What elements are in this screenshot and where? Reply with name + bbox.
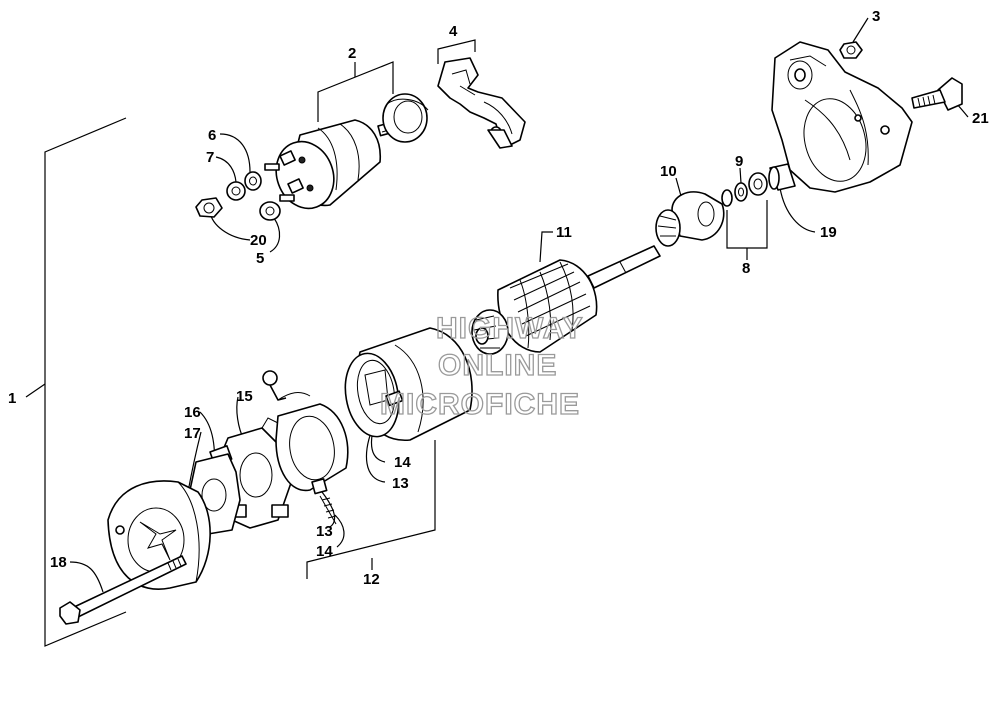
- callout-8: 8: [742, 260, 750, 277]
- callout-12: 12: [363, 571, 380, 588]
- callout-20: 20: [250, 232, 267, 249]
- leader-17: [187, 431, 202, 493]
- callout-1: 1: [8, 390, 16, 407]
- through-bolt-part: [59, 555, 187, 625]
- leader-7: [215, 156, 237, 183]
- watermark-line3: MICROFICHE: [380, 388, 580, 421]
- callout-7: 7: [206, 149, 214, 166]
- callout-17: 17: [184, 425, 201, 442]
- watermark-line2: ONLINE: [438, 349, 557, 382]
- armature-part: [471, 245, 661, 355]
- bolt-21-part: [911, 77, 963, 111]
- shift-lever-part: [437, 57, 526, 149]
- callout-21: 21: [972, 110, 989, 127]
- callout-13-upper: 13: [392, 475, 409, 492]
- drive-housing-part: [771, 41, 913, 193]
- bracket-8: [726, 200, 768, 249]
- leader-19: [779, 187, 816, 233]
- callout-16: 16: [184, 404, 201, 421]
- brush-spring-part: [262, 370, 349, 492]
- callout-15: 15: [236, 388, 253, 405]
- bracket-4: [437, 39, 476, 64]
- bushing-19-part: [768, 163, 796, 191]
- watermark-line1: HIGHWAY: [436, 312, 584, 345]
- watermark: HIGHWAY ONLINE MICROFICHE: [379, 311, 584, 421]
- callout-4: 4: [449, 23, 458, 40]
- callout-9: 9: [735, 153, 743, 170]
- callout-19: 19: [820, 224, 837, 241]
- leader-6: [219, 133, 251, 173]
- brush-spring-parts: [311, 478, 337, 525]
- pinion-clutch-part: [655, 191, 725, 247]
- leader-lines: [25, 17, 969, 647]
- plunger-boot-part: [382, 93, 429, 143]
- leader-14-lower: [334, 514, 345, 548]
- callout-2: 2: [348, 45, 356, 62]
- leader-10: [675, 177, 682, 197]
- stop-ring-parts: [721, 172, 768, 207]
- callout-11: 11: [556, 224, 572, 241]
- callout-labels: 1 2 3 4 5 6 7 8 9 10 11 12 13 13 14 14 1…: [8, 8, 989, 588]
- leader-1: [25, 383, 46, 398]
- leader-9: [739, 167, 742, 184]
- callout-10: 10: [660, 163, 677, 180]
- nut-3-part: [839, 41, 863, 59]
- callout-3: 3: [872, 8, 880, 25]
- leader-13-lower: [321, 491, 336, 528]
- leader-11: [539, 231, 553, 263]
- bracket-1: [44, 117, 127, 647]
- callout-14-lower: 14: [316, 543, 333, 560]
- leader-20: [209, 211, 251, 241]
- leader-18: [69, 561, 104, 593]
- yoke-part: [344, 327, 473, 441]
- leader-5: [269, 217, 281, 253]
- small-hardware: [195, 171, 281, 221]
- bracket-12: [306, 440, 436, 579]
- callout-5: 5: [256, 250, 264, 267]
- leader-3: [852, 17, 869, 43]
- callout-13-lower: 13: [316, 523, 333, 540]
- callout-14-upper: 14: [394, 454, 411, 471]
- callout-18: 18: [50, 554, 67, 571]
- solenoid-part: [264, 118, 405, 210]
- callout-6: 6: [208, 127, 216, 144]
